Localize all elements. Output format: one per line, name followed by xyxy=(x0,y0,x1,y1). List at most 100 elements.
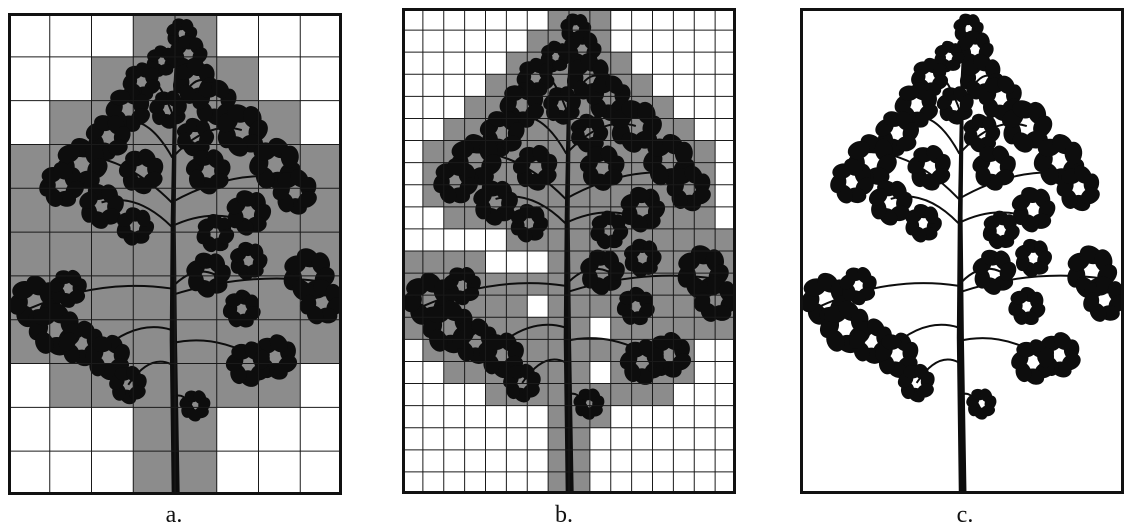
leaf xyxy=(1012,132,1034,153)
grid-cell-shaded xyxy=(506,295,528,318)
grid-cell-shaded xyxy=(673,228,695,251)
leaf xyxy=(92,336,112,353)
grid-cell-shaded xyxy=(527,30,549,53)
leaf xyxy=(847,140,871,160)
leaf xyxy=(57,144,80,164)
leaf xyxy=(158,63,174,76)
leaf xyxy=(997,75,1015,94)
panel-a-shaded-cells xyxy=(8,13,342,495)
panel-b-label: b. xyxy=(555,502,573,528)
leaf xyxy=(136,209,151,227)
grid-cell-shaded xyxy=(485,74,507,97)
grid-cell-shaded xyxy=(569,427,590,450)
leaf xyxy=(486,334,506,351)
leaf xyxy=(566,94,581,112)
leaf xyxy=(187,408,201,422)
leaf xyxy=(269,334,288,353)
grid-cell-shaded xyxy=(91,275,134,320)
leaf xyxy=(963,128,978,146)
leaf xyxy=(552,59,568,72)
leaf xyxy=(916,383,934,398)
grid-cell-shaded xyxy=(485,383,507,406)
leaf xyxy=(619,290,637,305)
grid-cell-shaded xyxy=(569,339,590,362)
grid-cell-shaded xyxy=(569,471,590,494)
leaf xyxy=(1010,290,1028,305)
leaf xyxy=(575,14,588,29)
grid-cell-shaded xyxy=(652,383,674,406)
grid-cell-shaded xyxy=(569,361,590,384)
grid-cell-shaded xyxy=(652,228,674,251)
leaf xyxy=(227,136,249,157)
leaf xyxy=(1021,186,1041,204)
grid-cell-shaded xyxy=(548,228,569,251)
leaf xyxy=(107,139,128,156)
grid-cell-shaded xyxy=(548,184,569,207)
tree-branch xyxy=(958,392,983,412)
leaf xyxy=(849,330,867,349)
grid-cell-shaded xyxy=(175,451,217,495)
leaf xyxy=(959,94,974,112)
leaf xyxy=(1038,347,1055,368)
grid-cell-shaded xyxy=(464,96,486,119)
grid-cell-shaded xyxy=(443,361,465,384)
grid-cell-shaded xyxy=(548,405,569,428)
grid-cell-shaded xyxy=(548,251,569,274)
leaf xyxy=(213,264,231,284)
leaf xyxy=(968,14,980,29)
leaf xyxy=(856,267,872,284)
leaf xyxy=(924,206,939,224)
grid-cell-shaded xyxy=(673,317,695,340)
grid-cell-shaded xyxy=(652,295,674,318)
grid-cell-shaded xyxy=(652,273,674,296)
leaf xyxy=(868,188,888,206)
grid-cell-shaded xyxy=(589,8,611,31)
leaf xyxy=(297,190,317,208)
panel-c xyxy=(800,8,1124,494)
leaf xyxy=(647,347,664,368)
leaf xyxy=(132,177,152,195)
leaf xyxy=(79,191,98,209)
grid-cell-shaded xyxy=(589,339,611,362)
grid-cell-shaded xyxy=(548,449,569,472)
grid-cell-shaded xyxy=(422,251,444,274)
leaf xyxy=(253,349,270,370)
grid-cell-shaded xyxy=(506,317,528,340)
tree-trunk xyxy=(956,18,967,494)
grid-cell-shaded xyxy=(610,52,632,75)
panel-c-frame xyxy=(800,8,1124,494)
panel-c-drawing xyxy=(800,8,1124,494)
panel-b-drawing xyxy=(402,8,736,494)
leaf xyxy=(581,407,595,420)
grid-cell-shaded xyxy=(631,74,653,97)
grid-cell-shaded xyxy=(569,449,590,472)
leaf xyxy=(1080,187,1100,205)
grid-cell-shaded xyxy=(694,206,716,229)
leaf xyxy=(66,269,82,287)
grid-cell-shaded xyxy=(610,383,632,406)
grid-cell-shaded xyxy=(49,363,92,408)
grid-cell-shaded xyxy=(300,319,342,364)
grid-cell-shaded xyxy=(548,361,569,384)
leaf xyxy=(691,187,711,205)
panel-a-label: a. xyxy=(165,502,183,528)
leaf xyxy=(911,69,926,87)
grid-cell-shaded xyxy=(548,339,569,362)
leaf xyxy=(1083,292,1100,312)
panel-a-grid-lines xyxy=(8,13,342,495)
leaf xyxy=(530,206,545,224)
grid-cell-shaded xyxy=(443,118,465,141)
tree-silhouette xyxy=(800,13,1124,494)
leaf xyxy=(573,80,591,100)
leaf xyxy=(172,98,187,116)
grid-cell-shaded xyxy=(548,295,569,318)
grid-cell-shaded xyxy=(673,295,695,318)
leaf xyxy=(674,141,693,165)
tree-silhouette xyxy=(8,18,342,495)
leaf xyxy=(630,186,650,204)
panel-b-grid-lines xyxy=(402,8,736,494)
tree-branch xyxy=(170,394,196,413)
grid-cell-shaded xyxy=(589,295,611,318)
grid-cell-shaded xyxy=(8,232,50,276)
leaf xyxy=(693,292,711,312)
